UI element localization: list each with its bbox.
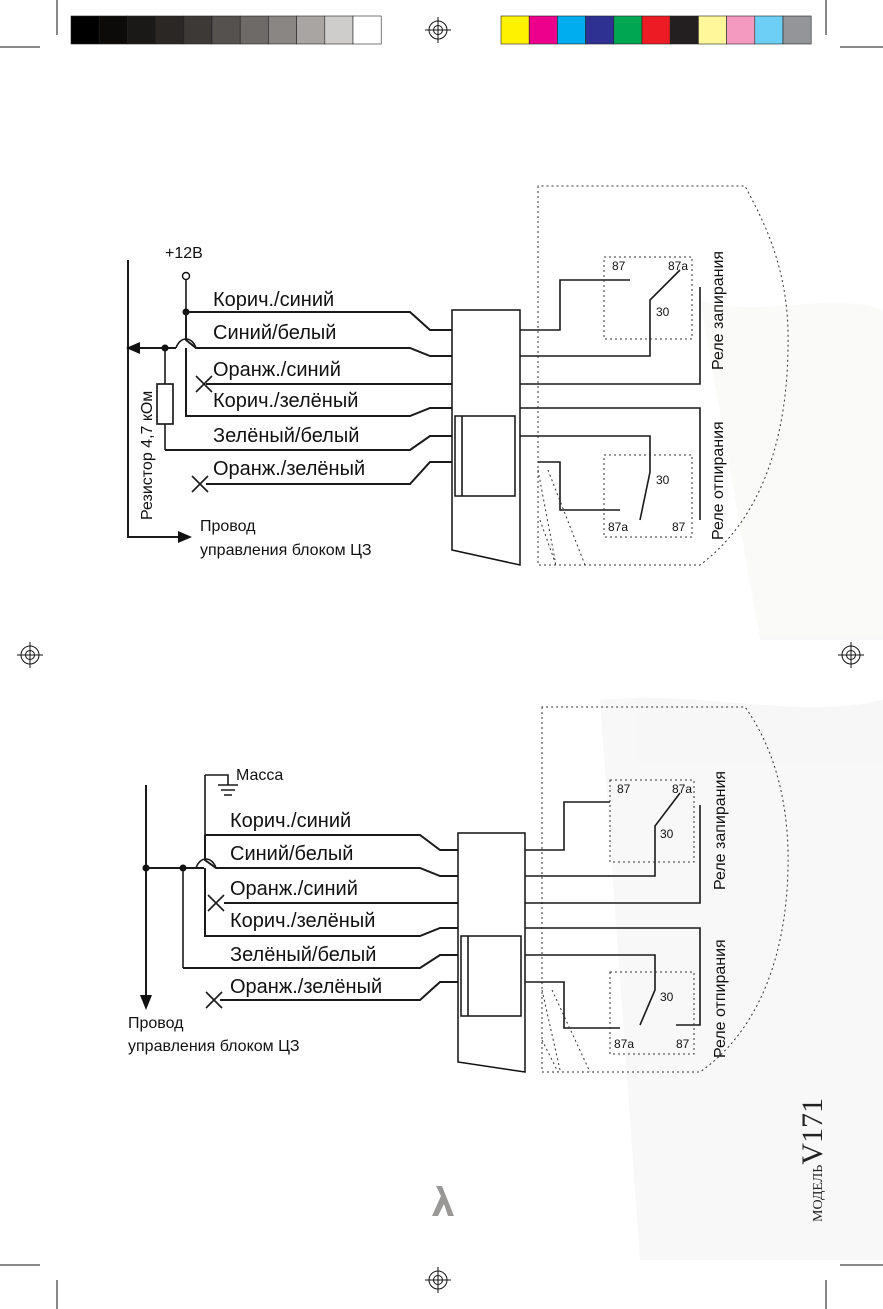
wire-label-2: Синий/белый <box>230 843 353 865</box>
wire-label-4: Корич./зелёный <box>213 390 358 412</box>
unlock-relay-pin-87a: 87a <box>608 520 628 534</box>
ground-label: Масса <box>236 767 283 784</box>
grayscale-swatch <box>155 15 185 45</box>
unlock-relay-label: Реле отпирания <box>710 421 727 540</box>
vehicle-area-outline <box>541 706 789 1073</box>
process-color-swatch <box>500 15 530 45</box>
wire-label-5: Зелёный/белый <box>213 425 359 447</box>
wire-label-6: Оранж./зелёный <box>213 458 365 480</box>
wire-label-1: Корич./синий <box>213 289 334 311</box>
connector-inner-block <box>460 935 522 1017</box>
grayscale-swatch <box>352 15 382 45</box>
wire-brown-blue <box>186 311 452 331</box>
unlock-relay-label: Реле отпирания <box>712 939 729 1058</box>
process-color-swatch <box>528 15 558 45</box>
wire-label-6: Оранж./зелёный <box>230 976 382 998</box>
control-wire-arrow <box>127 260 178 538</box>
brand-model: V171 <box>796 1098 829 1165</box>
control-wire-label-line1: Провод <box>128 1015 184 1032</box>
wire-brown-green <box>204 868 458 937</box>
process-color-swatch <box>754 15 784 45</box>
grayscale-swatch <box>98 15 128 45</box>
unlock-relay-pin-87: 87 <box>676 1037 690 1051</box>
control-wire-label-line2: управления блоком ЦЗ <box>128 1038 300 1055</box>
lock-relay-pin-87a: 87a <box>672 782 692 796</box>
control-wire-label-line2: управления блоком ЦЗ <box>200 542 372 559</box>
grayscale-swatch <box>127 15 156 45</box>
wire-label-5: Зелёный/белый <box>230 944 376 966</box>
wire-blue-white <box>204 835 458 877</box>
svg-text:МОДЕЛЬV171: МОДЕЛЬV171 <box>796 1098 829 1222</box>
wiring-diagram-1: +12В Провод управления блоком ЦЗ Резисто… <box>126 185 789 566</box>
resistor-label: Резистор 4,7 кОм <box>139 391 156 520</box>
unlock-relay-pin-30: 30 <box>656 473 670 487</box>
brand-prefix: МОДЕЛЬ <box>811 1165 826 1222</box>
ground-symbol <box>205 774 238 796</box>
supply-12v-label: +12В <box>165 245 203 262</box>
lock-relay-pin-30: 30 <box>656 305 670 319</box>
process-color-swatch <box>641 15 671 45</box>
wire-blue-white <box>185 312 452 357</box>
process-color-swatch <box>557 15 586 45</box>
process-color-swatch <box>782 15 812 45</box>
supply-12v-terminal <box>181 271 191 281</box>
unlock-relay-2 <box>609 971 695 1055</box>
wire-green-white <box>183 954 458 969</box>
grayscale-swatch <box>70 15 100 45</box>
lock-relay-pin-87: 87 <box>617 782 631 796</box>
wire-brown-blue <box>205 834 458 851</box>
grayscale-swatch <box>268 15 297 45</box>
wire-label-3: Оранж./синий <box>230 878 358 900</box>
grayscale-swatch <box>324 15 354 45</box>
vehicle-area-outline <box>537 185 789 566</box>
grayscale-swatch <box>239 15 269 45</box>
grayscale-calibration-bar <box>70 15 382 45</box>
lock-relay-pin-87a: 87a <box>668 259 688 273</box>
registration-mark-top <box>425 17 451 43</box>
wire-label-4: Корич./зелёный <box>230 910 375 932</box>
brand-logo: МОДЕЛЬV171 <box>796 1098 829 1222</box>
registration-mark-left <box>17 642 43 668</box>
wire-green-white <box>165 435 452 451</box>
lambda-icon <box>432 1186 454 1216</box>
grayscale-swatch <box>211 15 241 45</box>
resistor <box>156 383 174 425</box>
wire-label-3: Оранж./синий <box>213 359 341 381</box>
registration-mark-bottom <box>425 1267 451 1293</box>
registration-mark-right <box>838 642 864 668</box>
process-color-swatch <box>698 15 727 45</box>
wire-brown-green <box>185 348 452 417</box>
process-color-swatch <box>585 15 615 45</box>
background-texture <box>600 300 883 1260</box>
lock-relay-label: Реле запирания <box>710 251 727 370</box>
wire-label-1: Корич./синий <box>230 810 351 832</box>
unlock-relay-pin-87a: 87a <box>614 1037 634 1051</box>
wire-orange-green <box>220 981 458 1001</box>
wiring-diagram-2: Масса Провод управления блоком ЦЗ Корич.… <box>128 706 789 1073</box>
grayscale-swatch <box>296 15 326 45</box>
grayscale-swatch <box>183 15 213 45</box>
connector-inner-block <box>454 415 516 497</box>
lock-relay-2 <box>609 779 695 863</box>
control-wire-label-line1: Провод <box>200 518 256 535</box>
lock-relay-label: Реле запирания <box>712 771 729 890</box>
process-color-swatch <box>726 15 756 45</box>
unlock-relay-pin-30: 30 <box>660 990 674 1004</box>
wire-label-2: Синий/белый <box>213 322 336 344</box>
unlock-relay-pin-87: 87 <box>672 520 686 534</box>
process-color-swatch <box>669 15 699 45</box>
color-calibration-bar <box>500 15 812 45</box>
lock-relay-pin-30: 30 <box>660 827 674 841</box>
process-color-swatch <box>613 15 643 45</box>
wire-orange-green <box>206 461 452 485</box>
lock-relay-pin-87: 87 <box>612 259 626 273</box>
